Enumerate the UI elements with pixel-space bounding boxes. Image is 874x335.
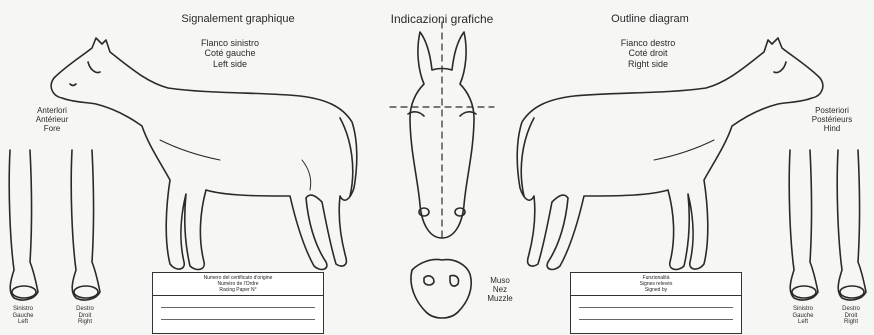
right-panel-right-leg-fr: Droit bbox=[828, 313, 874, 320]
signature-box: Funzionalità Signes relevés Signed by bbox=[570, 272, 742, 334]
left-panel-left-leg-it: Sinistro bbox=[0, 306, 46, 313]
left-panel-left-leg-label: Sinistro Gauche Left bbox=[0, 306, 46, 326]
signature-box-line bbox=[579, 319, 733, 320]
left-panel-right-leg-en: Right bbox=[62, 319, 108, 326]
muzzle-label-fr: Nez bbox=[478, 285, 522, 294]
left-fore-legs-drawing bbox=[9, 150, 100, 300]
left-panel-right-leg-fr: Droit bbox=[62, 313, 108, 320]
left-panel-left-leg-en: Left bbox=[0, 319, 46, 326]
right-panel-left-leg-fr: Gauche bbox=[780, 313, 826, 320]
muzzle-label-en: Muzzle bbox=[478, 294, 522, 303]
left-side-label: Flanco sinistro Coté gauche Left side bbox=[170, 38, 290, 69]
left-side-label-it: Flanco sinistro bbox=[170, 38, 290, 48]
certificate-number-box: Numero del certificato d'origine Numéro … bbox=[152, 272, 324, 334]
hind-label-it: Posteriori bbox=[794, 106, 870, 115]
left-side-label-fr: Coté gauche bbox=[170, 48, 290, 58]
right-panel-right-leg-it: Destro bbox=[828, 306, 874, 313]
right-panel-right-leg-en: Right bbox=[828, 319, 874, 326]
right-panel-left-leg-en: Left bbox=[780, 319, 826, 326]
hind-label-en: Hind bbox=[794, 124, 870, 133]
hind-label-fr: Postérieurs bbox=[794, 115, 870, 124]
certificate-number-box-header: Numero del certificato d'origine Numéro … bbox=[153, 273, 323, 296]
left-panel-right-leg-label: Destro Droit Right bbox=[62, 306, 108, 326]
right-panel-left-leg-it: Sinistro bbox=[780, 306, 826, 313]
header-french: Signalement graphique bbox=[148, 13, 328, 26]
signature-box-line bbox=[579, 307, 733, 308]
certificate-header-en: Racing Paper N° bbox=[153, 287, 323, 293]
header-italian: Indicazioni grafiche bbox=[362, 13, 522, 27]
certificate-box-line bbox=[161, 319, 315, 320]
header-english: Outline diagram bbox=[570, 13, 730, 26]
fore-label: Anterlori Antérieur Fore bbox=[22, 106, 82, 134]
right-side-label: Fianco destro Coté droit Right side bbox=[588, 38, 708, 69]
signature-box-header: Funzionalità Signes relevés Signed by bbox=[571, 273, 741, 296]
right-side-label-fr: Coté droit bbox=[588, 48, 708, 58]
left-side-label-en: Left side bbox=[170, 59, 290, 69]
hind-label: Posteriori Postérieurs Hind bbox=[794, 106, 870, 134]
right-side-label-en: Right side bbox=[588, 59, 708, 69]
fore-label-fr: Antérieur bbox=[22, 115, 82, 124]
fore-label-it: Anterlori bbox=[22, 106, 82, 115]
right-panel-right-leg-label: Destro Droit Right bbox=[828, 306, 874, 326]
right-hind-legs-drawing bbox=[789, 150, 866, 300]
left-panel-left-leg-fr: Gauche bbox=[0, 313, 46, 320]
certificate-box-line bbox=[161, 307, 315, 308]
right-side-label-it: Fianco destro bbox=[588, 38, 708, 48]
signature-header-en: Signed by bbox=[571, 287, 741, 293]
muzzle-label: Muso Nez Muzzle bbox=[478, 276, 522, 304]
left-panel-right-leg-it: Destro bbox=[62, 306, 108, 313]
muzzle-drawing bbox=[411, 259, 471, 318]
left-side-horse-drawing bbox=[51, 38, 357, 269]
face-center-lines bbox=[390, 22, 494, 238]
right-panel-left-leg-label: Sinistro Gauche Left bbox=[780, 306, 826, 326]
right-side-horse-drawing bbox=[517, 38, 823, 269]
muzzle-label-it: Muso bbox=[478, 276, 522, 285]
fore-label-en: Fore bbox=[22, 124, 82, 133]
